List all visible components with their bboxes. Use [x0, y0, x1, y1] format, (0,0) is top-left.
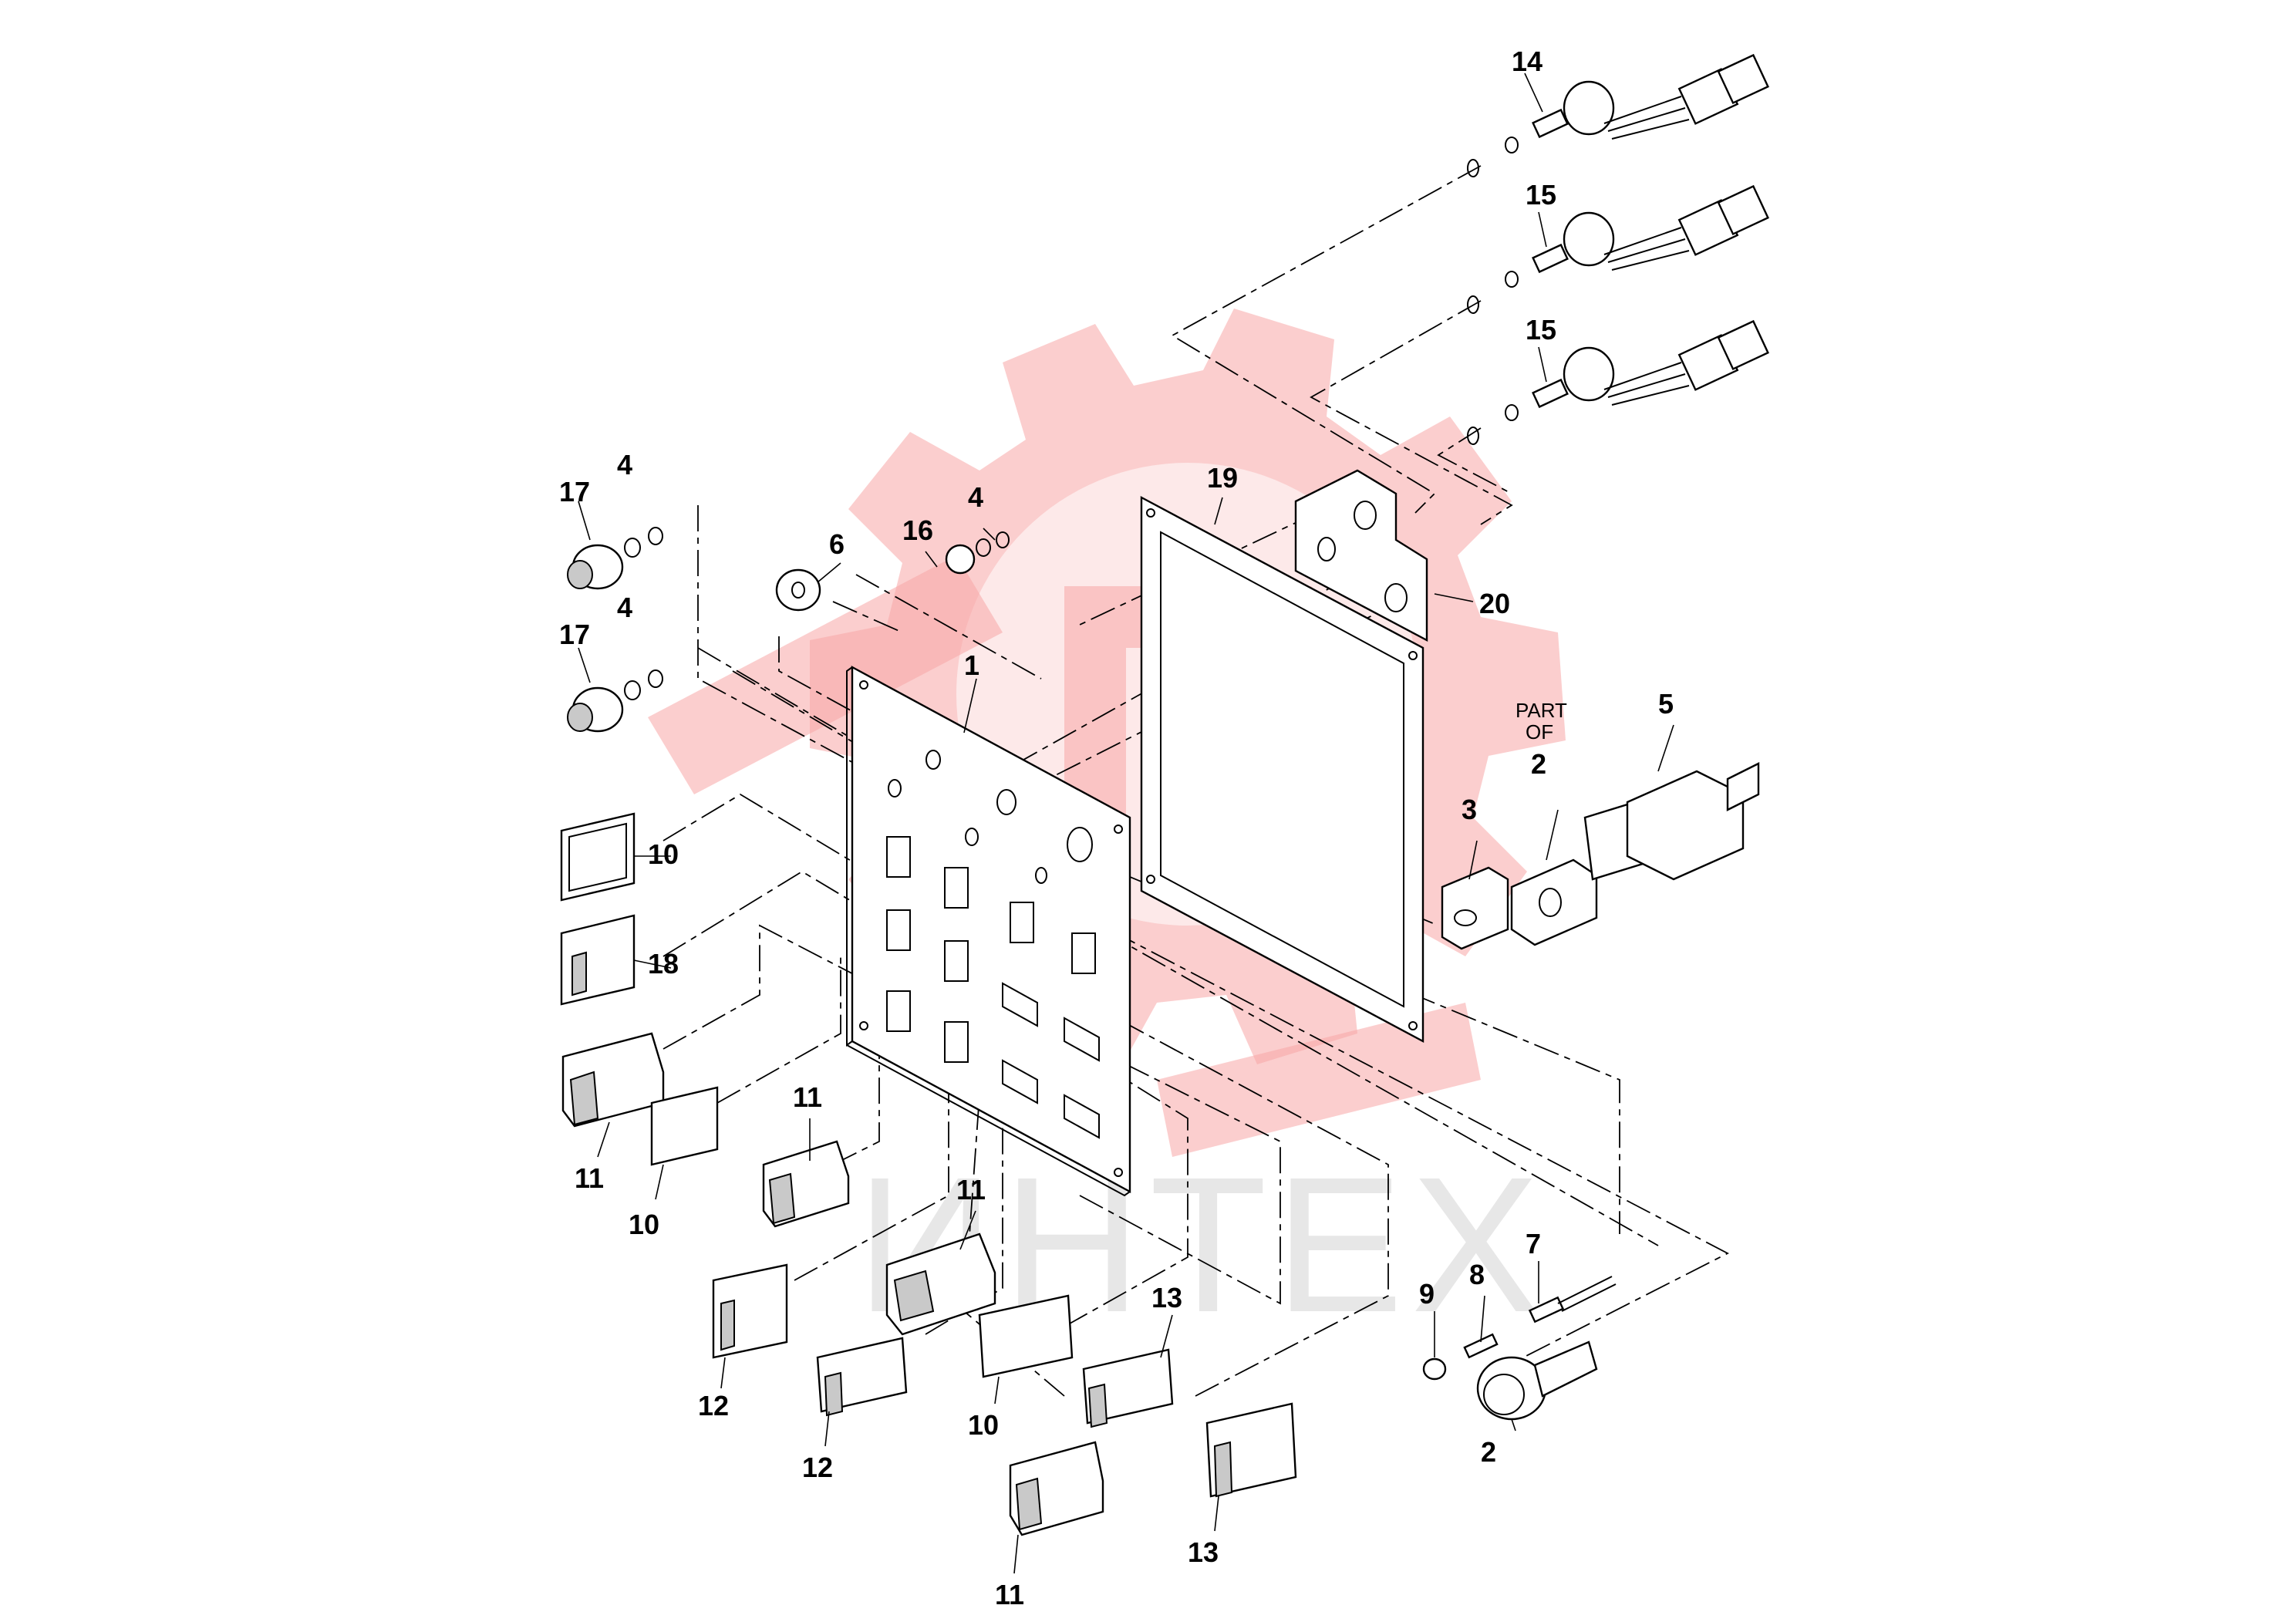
indicator-light-17-upper: [567, 527, 663, 590]
switch-assembly: [1441, 762, 1760, 950]
callout-8: 8: [1469, 1259, 1485, 1290]
potentiometer-15-upper: [1467, 184, 1769, 314]
leader-lines: [578, 73, 1674, 1574]
rocker-switch-11-mid: [762, 1140, 850, 1228]
callout-9: 9: [1419, 1278, 1435, 1310]
callout-11-bottom: 11: [995, 1579, 1024, 1610]
rocker-switch-12-center: [816, 1337, 908, 1417]
callout-2-partof: 2: [1531, 748, 1546, 780]
callout-10-center: 10: [968, 1409, 999, 1441]
rocker-switch-12-left: [712, 1263, 788, 1359]
rocker-switch-11-bottom: [1009, 1441, 1104, 1536]
rocker-switch-10-left: [650, 1086, 719, 1166]
potentiometer-14: [1467, 53, 1769, 177]
hardware-4-right: [775, 531, 1010, 612]
callout-15-lower: 15: [1526, 314, 1556, 346]
callout-17-upper: 17: [559, 476, 590, 508]
callout-11-center: 11: [956, 1174, 986, 1206]
callout-14: 14: [1512, 46, 1542, 77]
callout-13-center: 13: [1151, 1282, 1182, 1313]
callout-4-upper: 4: [617, 449, 632, 481]
gasket: [1140, 495, 1424, 1044]
rocker-switch-10-top: [560, 812, 636, 902]
callout-11-mid: 11: [793, 1081, 822, 1113]
rocker-switch-18: [560, 914, 636, 1006]
callout-17-lower: 17: [559, 619, 590, 650]
callout-1: 1: [964, 649, 979, 681]
callout-4-lower: 4: [617, 592, 632, 623]
callout-10-left: 10: [629, 1209, 659, 1240]
rocker-switch-13-center: [1082, 1348, 1174, 1428]
callout-19: 19: [1207, 462, 1238, 494]
callout-12-left: 12: [698, 1390, 729, 1421]
potentiometer-15-lower: [1467, 319, 1769, 445]
rocker-switch-11-left: [561, 1032, 665, 1128]
rocker-switch-11-center: [885, 1233, 996, 1336]
callout-12-center: 12: [802, 1452, 833, 1483]
callout-3: 3: [1462, 794, 1477, 825]
callout-16: 16: [902, 514, 933, 546]
indicator-light-17-lower: [567, 669, 663, 733]
part-of-note-line1: PART: [1515, 699, 1567, 722]
rocker-switch-13-bottom: [1205, 1402, 1297, 1498]
callout-20: 20: [1479, 588, 1510, 619]
callout-13-bottom: 13: [1188, 1536, 1219, 1568]
callout-18: 18: [648, 948, 679, 980]
callout-7: 7: [1526, 1228, 1541, 1259]
callout-4-right: 4: [968, 481, 983, 513]
front-panel: [846, 665, 1131, 1197]
callout-15-upper: 15: [1526, 179, 1556, 211]
rocker-switch-10-center: [978, 1294, 1074, 1378]
callout-11-left: 11: [575, 1162, 604, 1194]
callout-5: 5: [1658, 688, 1674, 720]
potentiometer-bracket: [1294, 469, 1428, 642]
pushbutton-2-bottom: [1422, 1276, 1617, 1421]
callout-6: 6: [829, 528, 845, 560]
callout-2-bottom: 2: [1481, 1436, 1496, 1468]
part-of-note-line2: OF: [1526, 720, 1553, 744]
callout-labels: 1 19 20 14 15 15 17 17 4 4 4 6 16 3 PART…: [559, 46, 1674, 1610]
callout-10-top: 10: [648, 838, 679, 870]
